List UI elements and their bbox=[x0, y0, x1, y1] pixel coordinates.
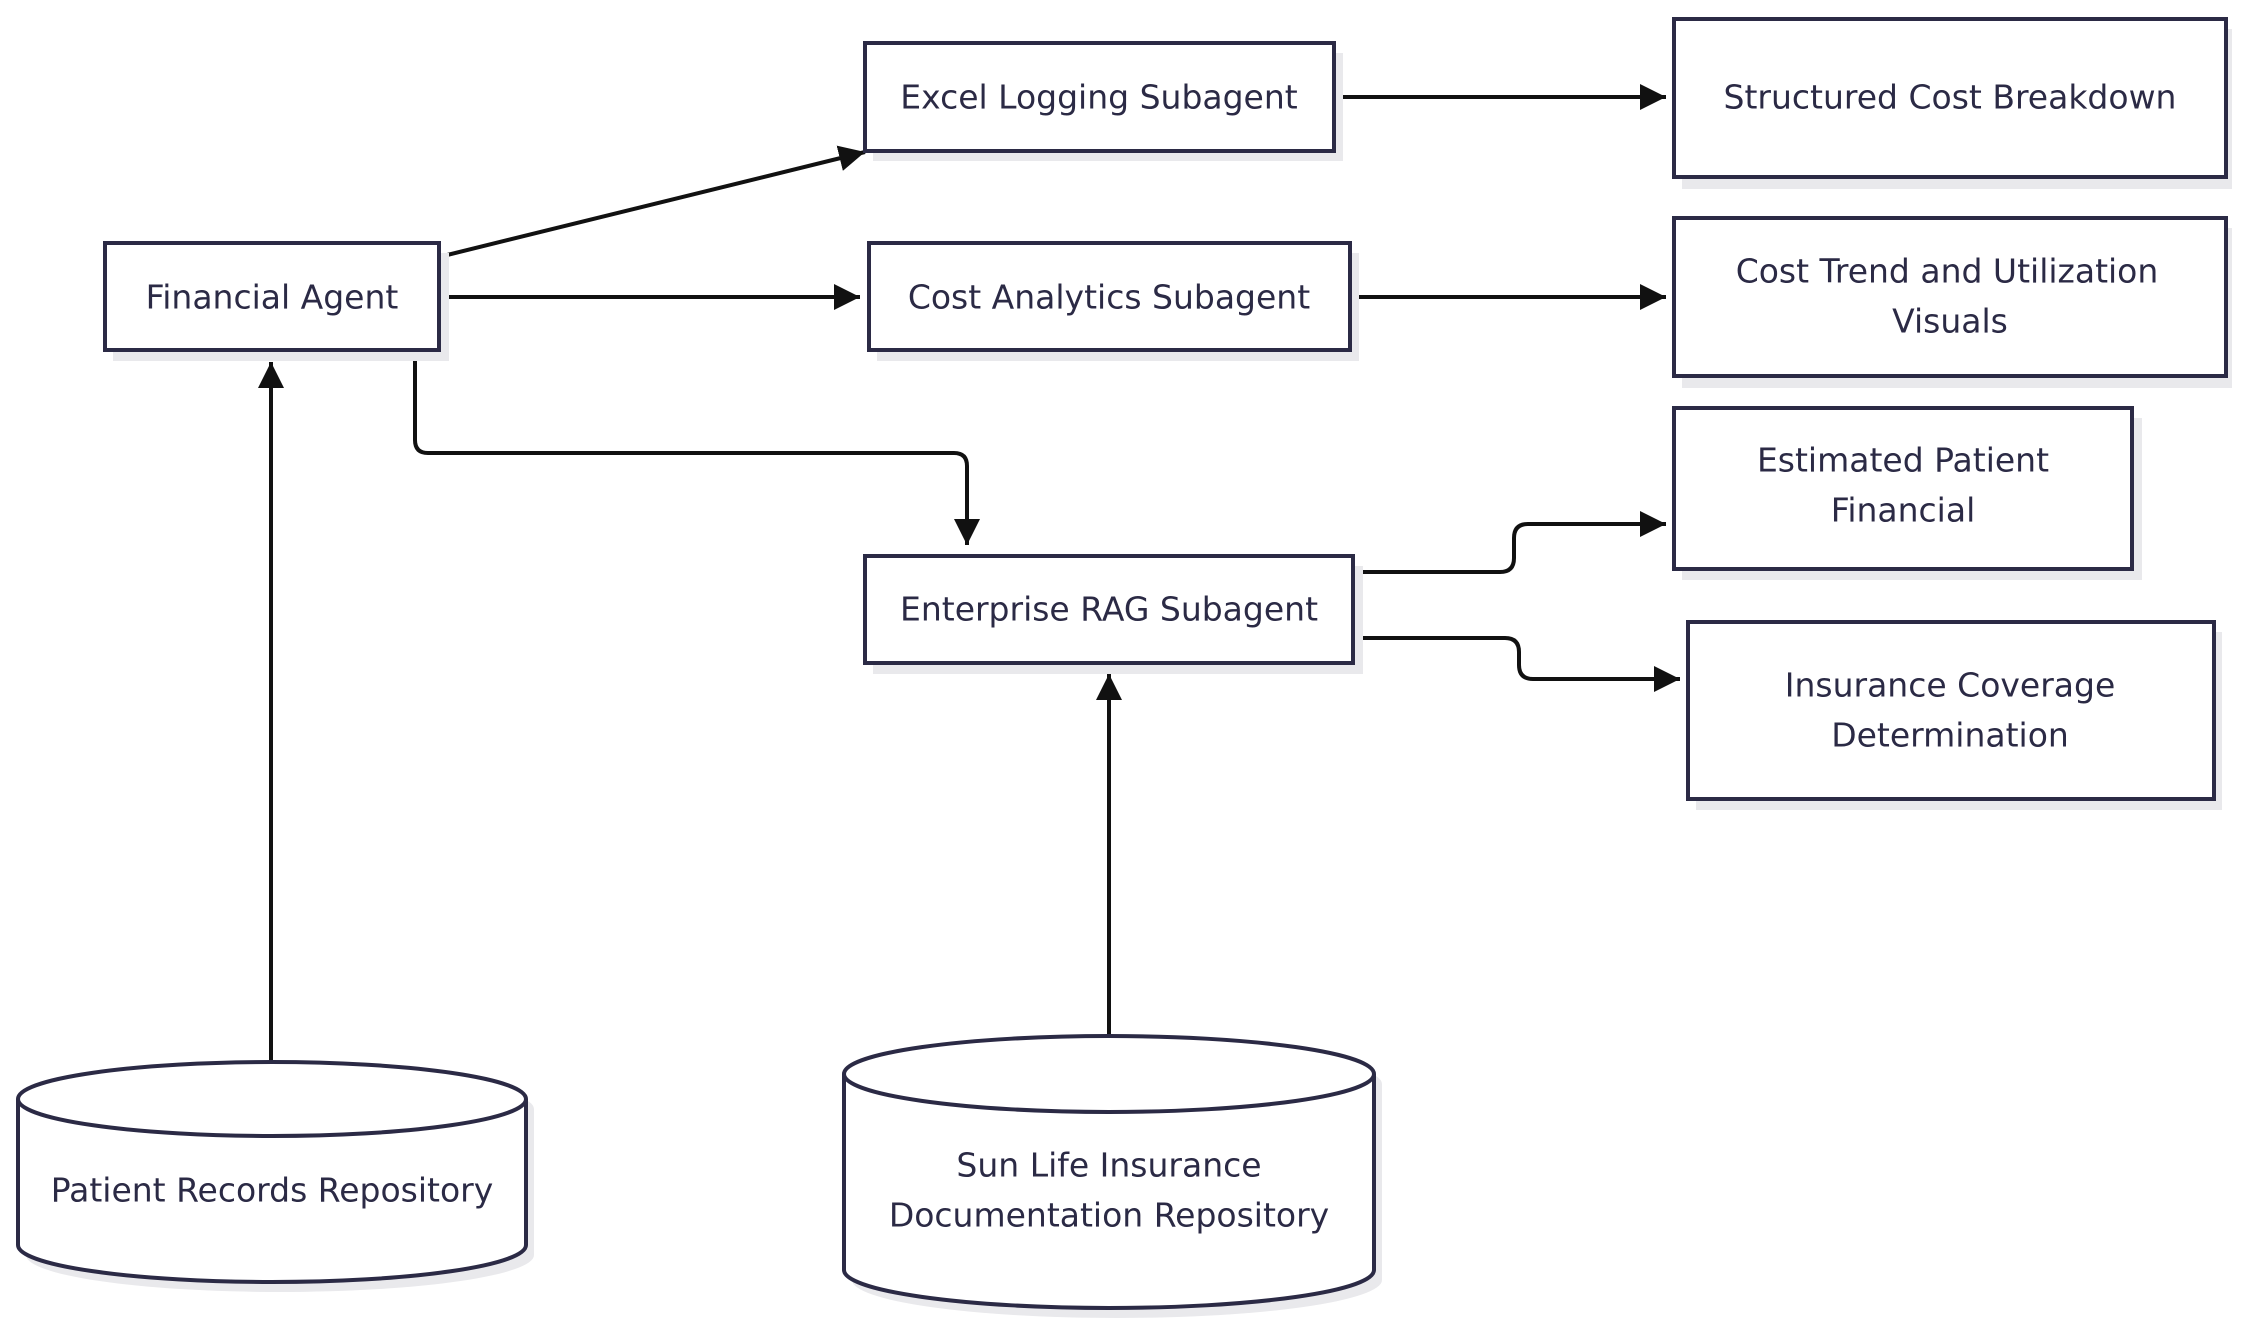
node-sun-life-documentation-repository: Sun Life Insurance Documentation Reposit… bbox=[842, 1034, 1382, 1318]
node-sun-life-label-line1: Sun Life Insurance bbox=[956, 1146, 1261, 1185]
edge-enterprise-rag-to-insurance bbox=[1353, 636, 1680, 692]
node-enterprise-rag-subagent-label: Enterprise RAG Subagent bbox=[900, 590, 1318, 629]
node-insurance-coverage-label-line1: Insurance Coverage bbox=[1785, 666, 2116, 705]
node-enterprise-rag-subagent: Enterprise RAG Subagent bbox=[863, 554, 1363, 674]
node-estimated-patient-label-line1: Estimated Patient bbox=[1757, 441, 2049, 480]
node-insurance-coverage-label-line2: Determination bbox=[1831, 716, 2069, 755]
node-cost-trend-label-line1: Cost Trend and Utilization bbox=[1736, 252, 2159, 291]
edge-financial-to-enterprise-rag bbox=[413, 352, 980, 545]
node-cost-trend-label-line2: Visuals bbox=[1892, 302, 2008, 341]
node-cost-analytics-subagent-label: Cost Analytics Subagent bbox=[908, 278, 1310, 317]
edge-financial-to-excel bbox=[438, 145, 866, 259]
node-patient-records-repository: Patient Records Repository bbox=[16, 1060, 534, 1292]
node-excel-logging-subagent: Excel Logging Subagent bbox=[863, 41, 1343, 161]
node-estimated-patient-label-line2: Financial bbox=[1831, 491, 1976, 530]
edges bbox=[258, 84, 1680, 1062]
node-sun-life-label-line2: Documentation Repository bbox=[889, 1196, 1329, 1235]
node-structured-cost-breakdown: Structured Cost Breakdown bbox=[1672, 17, 2232, 189]
node-insurance-coverage-determination: Insurance Coverage Determination bbox=[1686, 620, 2222, 810]
node-structured-cost-breakdown-label: Structured Cost Breakdown bbox=[1724, 78, 2177, 117]
edge-enterprise-rag-to-estimated bbox=[1353, 511, 1666, 574]
node-cost-trend-visuals: Cost Trend and Utilization Visuals bbox=[1672, 216, 2232, 388]
node-financial-agent-label: Financial Agent bbox=[146, 278, 399, 317]
node-excel-logging-subagent-label: Excel Logging Subagent bbox=[900, 78, 1298, 117]
node-patient-records-label: Patient Records Repository bbox=[51, 1171, 494, 1210]
database-cylinder-icon bbox=[842, 1034, 1376, 1310]
database-cylinder-icon bbox=[16, 1060, 528, 1284]
node-estimated-patient-financial: Estimated Patient Financial bbox=[1672, 406, 2142, 580]
node-financial-agent: Financial Agent bbox=[103, 241, 449, 361]
node-cost-analytics-subagent: Cost Analytics Subagent bbox=[867, 241, 1359, 361]
